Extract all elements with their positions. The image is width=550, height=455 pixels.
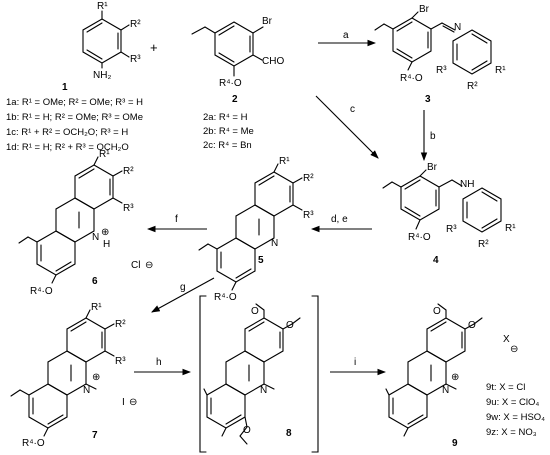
reagent-h: h — [156, 357, 162, 368]
atom-r4o-4: R⁴·O — [408, 232, 431, 243]
compound-number-3: 3 — [425, 94, 431, 105]
substituent-2a: 2a: R⁴ = H — [203, 112, 248, 123]
atom-n-9: N — [442, 385, 449, 396]
charge-minus-9: ⊖ — [510, 344, 518, 355]
atom-r3-5: R³ — [303, 210, 314, 221]
substituent-1d: 1d: R¹ = H; R² + R³ = OCH₂O — [6, 142, 129, 153]
atom-r3-7: R³ — [115, 356, 126, 367]
atom-r1-3: R¹ — [495, 65, 506, 76]
compound-4-structure: Br NH R⁴·O R³ R² R¹ — [382, 162, 516, 250]
atom-nh2: NH₂ — [93, 70, 111, 81]
atom-r2-7: R² — [115, 319, 126, 330]
atom-r4o-5: R⁴·O — [214, 292, 237, 303]
substituent-list-9: 9t: X = Cl 9u: X = ClO₄ 9w: X = HSO₄ 9z:… — [486, 382, 545, 438]
compound-number-7: 7 — [92, 430, 98, 441]
atom-r4o-7: R⁴·O — [22, 438, 45, 449]
arrow-g — [151, 277, 215, 313]
bracket-left — [199, 295, 207, 453]
atom-plus-6: ⊕ — [101, 227, 109, 238]
compound-number-8: 8 — [286, 428, 292, 439]
substituent-list-1: 1a: R¹ = OMe; R² = OMe; R³ = H 1b: R¹ = … — [6, 97, 143, 153]
atom-n-5: N — [271, 238, 278, 249]
atom-r4o-3: R⁴·O — [400, 73, 423, 84]
reagent-c: c — [350, 104, 355, 115]
substituent-1c: 1c: R¹ + R² = OCH₂O; R³ = H — [6, 127, 128, 138]
atom-o-8a: O — [251, 306, 259, 317]
atom-r2: R² — [130, 19, 141, 30]
substituent-2c: 2c: R⁴ = Bn — [203, 140, 252, 151]
atom-r3-3: R³ — [436, 65, 447, 76]
substituent-1b: 1b: R¹ = H; R² = OMe; R³ = OMe — [6, 112, 143, 123]
atom-r4o-6: R⁴·O — [30, 286, 53, 297]
counterion-x: X — [503, 334, 510, 345]
atom-o-9a: O — [433, 306, 441, 317]
substituent-9u: 9u: X = ClO₄ — [486, 397, 539, 408]
atom-cho: CHO — [262, 56, 284, 67]
atom-br: Br — [262, 16, 273, 27]
reagent-b: b — [430, 131, 436, 142]
svg-text:+: + — [150, 40, 158, 55]
atom-r2-6: R² — [123, 166, 134, 177]
atom-r1-5: R¹ — [279, 156, 290, 167]
atom-r4o: R⁴·O — [219, 78, 242, 89]
charge-minus-6: ⊖ — [145, 260, 153, 271]
compound-8-structure: O O N O — [203, 303, 301, 445]
atom-o-8b: O — [286, 320, 294, 331]
atom-r1-6: R¹ — [99, 149, 110, 160]
compound-7-structure: R¹ R² R³ N ⊕ R⁴·O — [10, 302, 126, 449]
atom-r3-4: R³ — [446, 224, 457, 235]
atom-plus-9: ⊕ — [451, 372, 459, 383]
atom-n-6: N — [92, 232, 99, 243]
arrow-c — [315, 95, 379, 159]
reagent-i: i — [354, 357, 356, 368]
reagent-g: g — [180, 282, 186, 293]
counterion-iodide: I — [122, 397, 125, 408]
atom-r2-4: R² — [478, 239, 489, 250]
substituent-2b: 2b: R⁴ = Me — [203, 126, 254, 137]
compound-3-structure: Br N R⁴·O R³ R² R¹ — [374, 4, 506, 92]
compound-6-structure: R¹ R² R³ N ⊕ H R⁴·O — [18, 149, 134, 297]
atom-r3-6: R³ — [123, 203, 134, 214]
substituent-9t: 9t: X = Cl — [486, 382, 525, 393]
substituent-1a: 1a: R¹ = OMe; R² = OMe; R³ = H — [6, 97, 143, 108]
compound-number-2: 2 — [232, 94, 238, 105]
reagent-de: d, e — [331, 214, 348, 225]
counterion-chloride: Cl — [131, 260, 140, 271]
compound-number-4: 4 — [433, 255, 439, 266]
substituent-9w: 9w: X = HSO₄ — [486, 412, 545, 423]
substituent-list-2: 2a: R⁴ = H 2b: R⁴ = Me 2c: R⁴ = Bn — [203, 112, 254, 151]
atom-o-9b: O — [468, 320, 476, 331]
compound-9-structure: O O N ⊕ — [385, 303, 483, 437]
atom-r1-4: R¹ — [505, 223, 516, 234]
atom-r2-5: R² — [303, 173, 314, 184]
atom-o-8c: O — [243, 425, 251, 436]
substituent-9z: 9z: X = NO₃ — [486, 427, 537, 438]
compound-number-9: 9 — [452, 438, 458, 449]
charge-minus-7: ⊖ — [129, 397, 137, 408]
bracket-right — [311, 295, 319, 453]
atom-h-6: H — [103, 239, 110, 250]
atom-plus-7: ⊕ — [92, 372, 100, 383]
compound-number-6: 6 — [92, 276, 98, 287]
compound-1-structure: R¹ R² R³ NH₂ — [82, 1, 141, 81]
atom-n-8: N — [260, 385, 267, 396]
atom-n-7: N — [83, 385, 90, 396]
compound-number-1: 1 — [62, 82, 68, 93]
atom-br-4: Br — [427, 162, 438, 173]
atom-br-3: Br — [419, 4, 430, 15]
atom-r1-7: R¹ — [91, 302, 102, 313]
reagent-f: f — [175, 214, 178, 225]
atom-r3: R³ — [130, 54, 141, 65]
atom-r1: R¹ — [97, 1, 108, 12]
atom-r2-3: R² — [467, 81, 478, 92]
compound-number-5: 5 — [258, 255, 264, 266]
atom-nh-4: NH — [460, 179, 474, 190]
reagent-a: a — [343, 30, 349, 41]
compound-5-structure: R¹ R² R³ N R⁴·O — [198, 156, 314, 303]
compound-2-structure: Br CHO R⁴·O — [191, 16, 284, 89]
atom-n-3: N — [454, 22, 461, 33]
